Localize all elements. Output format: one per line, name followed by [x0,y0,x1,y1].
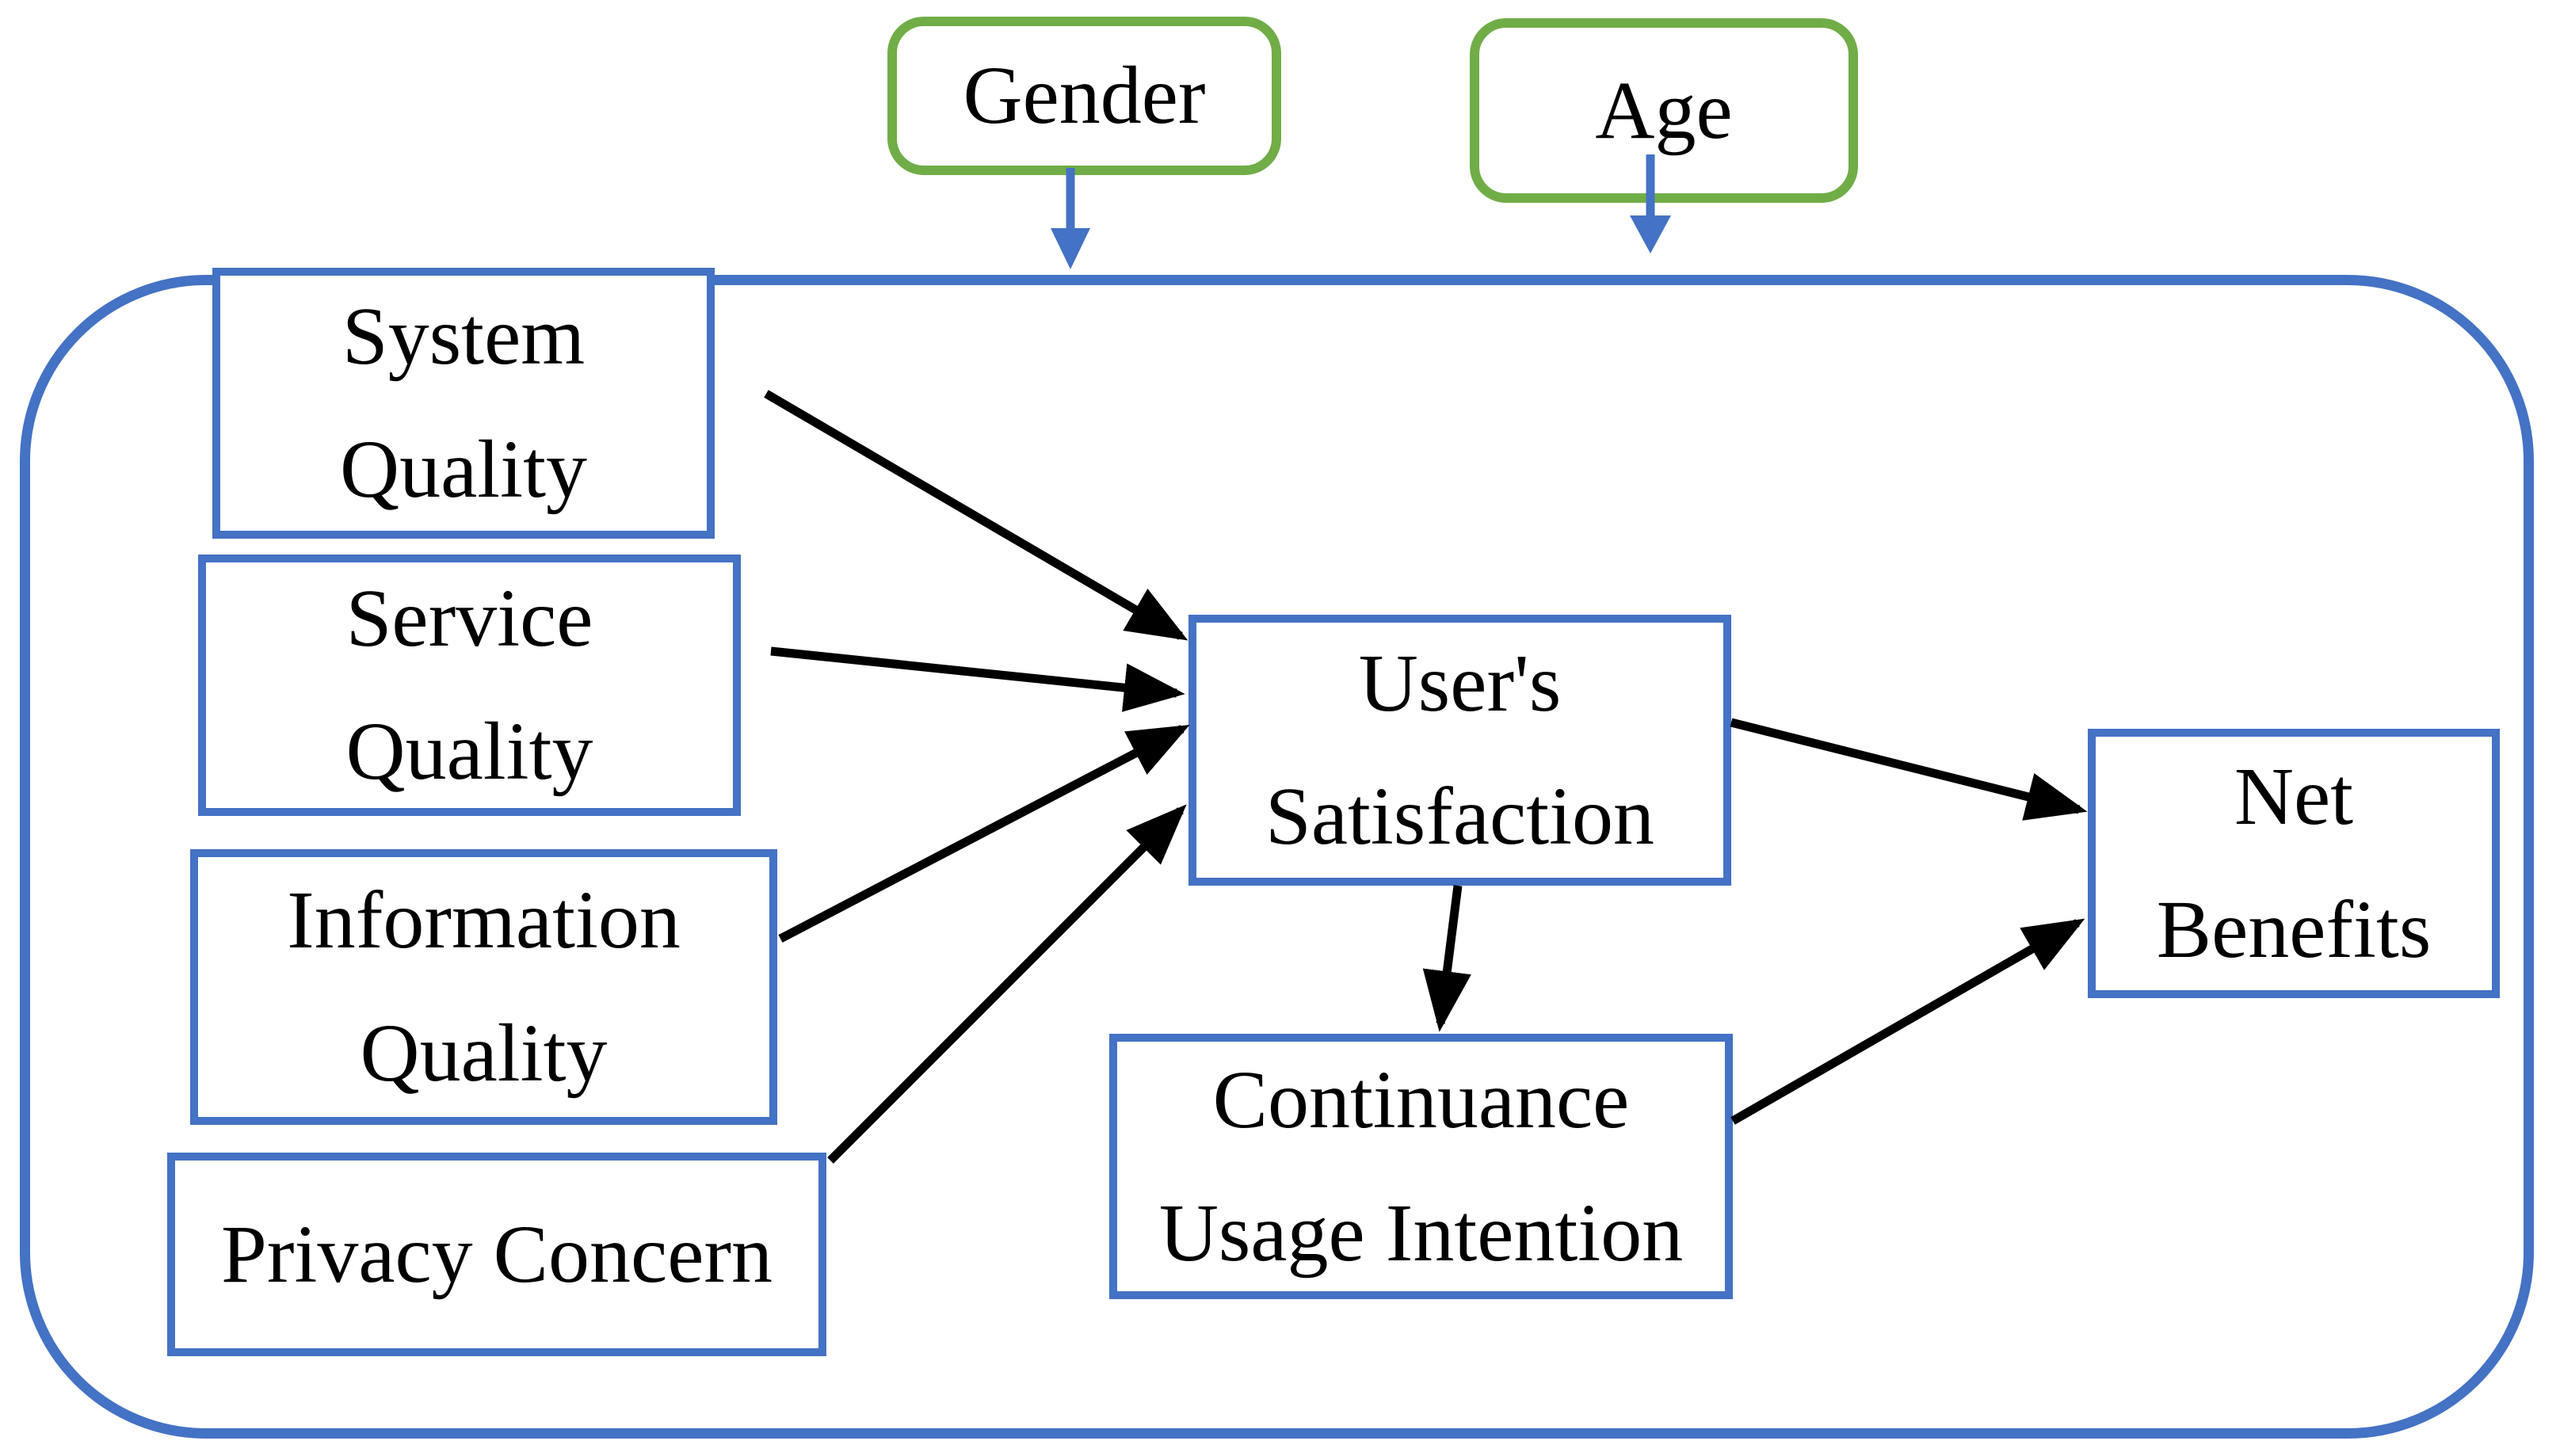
node-gender-label: Gender [963,50,1206,141]
node-information-quality-line1: Information [287,875,681,966]
node-users-satisfaction-line1: User's [1358,638,1562,729]
node-users-satisfaction: User's Satisfaction [1188,615,1731,886]
node-service-quality-line1: Service [345,573,593,664]
arrow-gender-head-icon [1051,228,1090,269]
node-information-quality: Information Quality [190,849,777,1125]
node-privacy-concern: Privacy Concern [167,1153,826,1356]
arrow-gender-to-model [1051,168,1090,269]
node-system-quality-line1: System [341,291,586,382]
node-continuance-usage-intention: Continuance Usage Intention [1109,1034,1733,1299]
node-users-satisfaction-line2: Satisfaction [1265,771,1654,862]
node-continuance-usage-intention-line1: Continuance [1212,1054,1630,1145]
node-age: Age [1470,18,1858,203]
node-net-benefits-line2: Benefits [2156,884,2432,975]
node-information-quality-line2: Quality [360,1008,608,1099]
node-system-quality: System Quality [212,268,715,539]
node-gender: Gender [887,17,1281,175]
node-net-benefits-line1: Net [2234,751,2354,842]
node-net-benefits: Net Benefits [2088,729,2500,998]
node-system-quality-line2: Quality [340,424,587,515]
arrow-age-head-icon [1630,215,1671,253]
node-continuance-usage-intention-line2: Usage Intention [1158,1187,1684,1279]
node-service-quality-line2: Quality [345,706,593,797]
node-privacy-concern-line1: Privacy Concern [220,1208,773,1300]
node-age-label: Age [1595,64,1733,156]
node-service-quality: Service Quality [198,555,741,816]
